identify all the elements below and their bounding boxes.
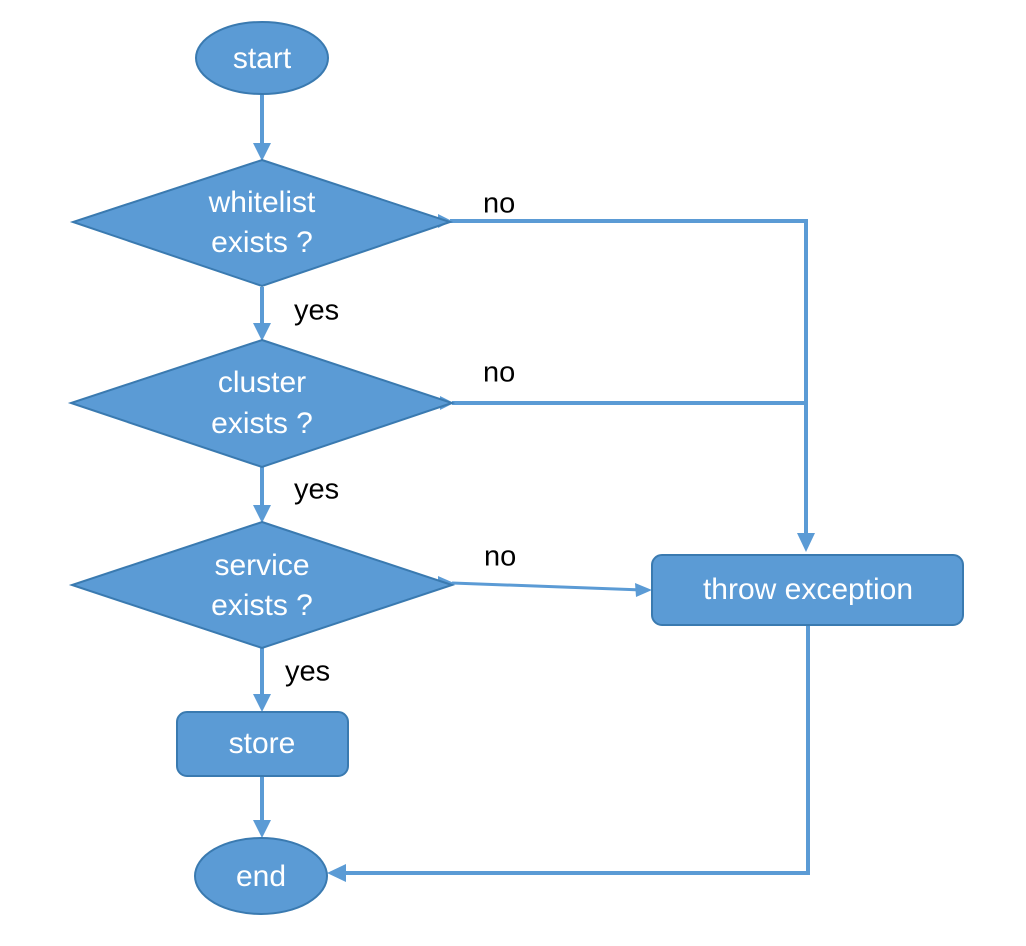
node-throw-exception-label: throw exception: [703, 573, 913, 606]
edge-label-whitelist-yes: yes: [294, 295, 339, 327]
node-service-label-line2: exists ?: [211, 589, 313, 622]
edge-line: [451, 581, 644, 592]
arrowhead-icon: [253, 323, 271, 341]
node-start-label: start: [233, 42, 292, 75]
node-end[interactable]: end: [194, 837, 328, 915]
arrowhead-icon: [635, 583, 652, 597]
node-whitelist-label-line2: exists ?: [211, 226, 313, 259]
edge-label-cluster-no: no: [483, 357, 515, 389]
edge-label-service-no: no: [484, 541, 516, 573]
node-end-label: end: [236, 860, 286, 893]
node-cluster-decision[interactable]: cluster exists ?: [67, 338, 456, 469]
edge-start-to-whitelist: [253, 94, 271, 161]
node-whitelist-label-line1: whitelist: [208, 186, 316, 219]
edge-line: [450, 219, 808, 540]
edge-throw-exception-to-end: [327, 624, 810, 882]
edge-cluster-no: [440, 396, 806, 410]
arrowhead-icon: [253, 143, 271, 161]
node-cluster-label-line1: cluster: [218, 366, 306, 399]
node-whitelist-decision[interactable]: whitelist exists ?: [69, 158, 454, 288]
edge-whitelist-yes: [253, 287, 271, 341]
edge-line: [339, 624, 810, 875]
node-cluster-shape[interactable]: [67, 338, 456, 469]
node-throw-exception-shape[interactable]: [651, 554, 964, 626]
arrowhead-icon: [253, 505, 271, 523]
arrowhead-icon: [797, 533, 815, 552]
node-throw-exception[interactable]: throw exception: [651, 554, 964, 626]
node-service-decision[interactable]: service exists ?: [68, 520, 456, 650]
edge-label-cluster-yes: yes: [294, 474, 339, 506]
edge-service-no: [438, 576, 652, 597]
edge-store-to-end: [253, 776, 271, 838]
node-store-label: store: [229, 727, 296, 760]
node-end-shape[interactable]: [194, 837, 328, 915]
node-store-shape[interactable]: [176, 711, 349, 777]
node-start-shape[interactable]: [195, 21, 329, 95]
node-cluster-label-line2: exists ?: [211, 407, 313, 440]
node-service-shape[interactable]: [68, 520, 456, 650]
node-start[interactable]: start: [195, 21, 329, 95]
edge-label-service-yes: yes: [285, 656, 330, 688]
edge-cluster-yes: [253, 467, 271, 523]
edge-label-whitelist-no: no: [483, 188, 515, 220]
arrowhead-icon: [327, 864, 346, 882]
node-store[interactable]: store: [176, 711, 349, 777]
edge-service-yes: [253, 648, 271, 712]
node-service-label-line1: service: [214, 549, 309, 582]
arrowhead-icon: [253, 694, 271, 712]
arrowhead-icon: [253, 820, 271, 838]
node-whitelist-shape[interactable]: [69, 158, 454, 288]
